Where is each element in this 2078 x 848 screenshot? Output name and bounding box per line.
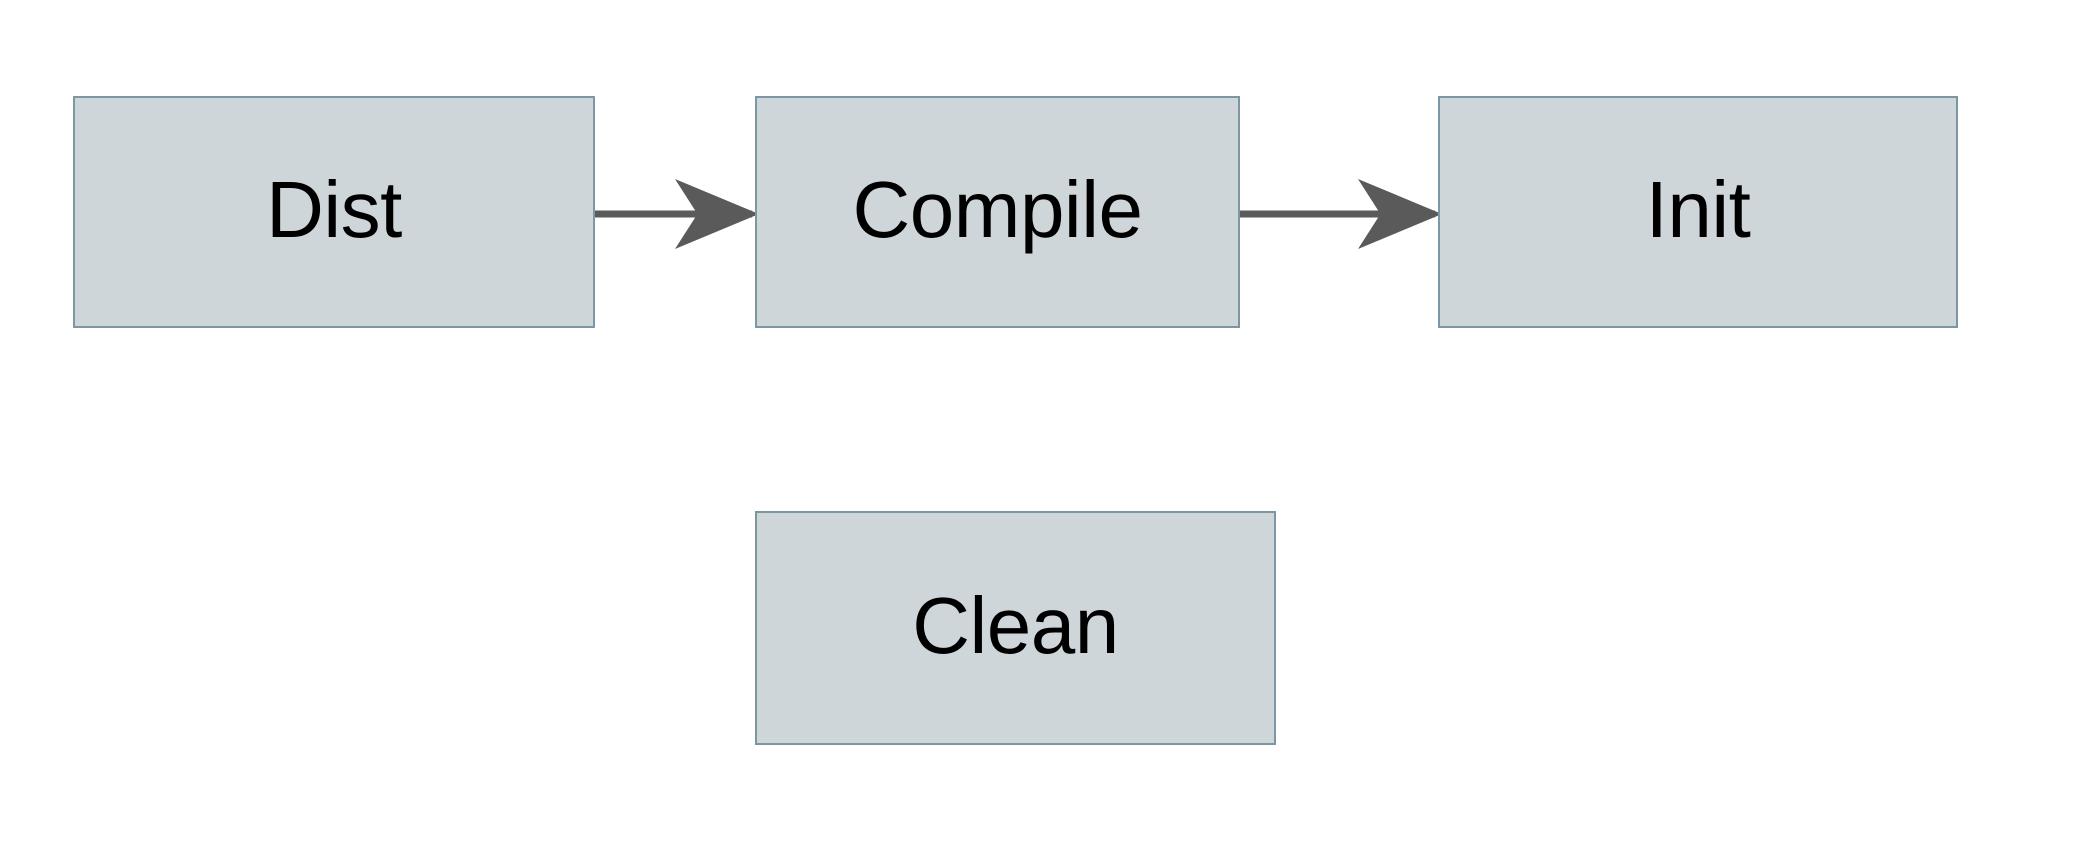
node-label: Clean	[912, 581, 1119, 670]
node-label: Compile	[852, 165, 1143, 254]
node-compile[interactable]: Compile	[755, 96, 1240, 328]
node-clean[interactable]: Clean	[755, 511, 1276, 745]
node-label: Dist	[266, 165, 402, 254]
node-dist[interactable]: Dist	[73, 96, 595, 328]
node-label: Init	[1645, 165, 1751, 254]
node-init[interactable]: Init	[1438, 96, 1958, 328]
